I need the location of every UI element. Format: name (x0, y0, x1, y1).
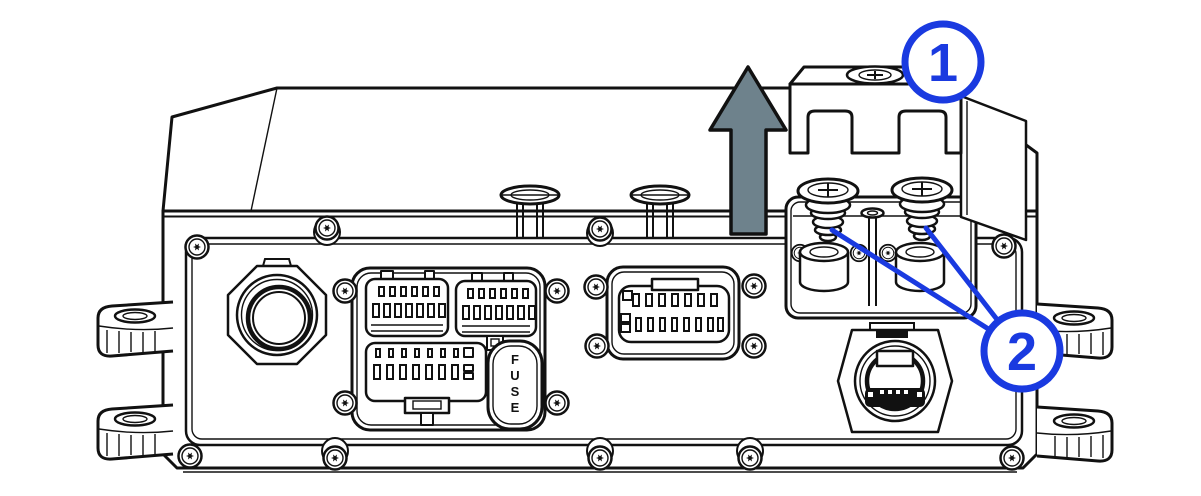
mounting-flange (1035, 405, 1114, 463)
callout-2: 2 (980, 309, 1064, 393)
callout-1-circle (901, 20, 985, 104)
torx-screw (544, 390, 570, 416)
connector-a (364, 270, 450, 338)
connector-block: F U S E (332, 266, 570, 432)
fuse-label-letter: E (511, 400, 520, 415)
mounting-flange (96, 403, 175, 461)
torx-screw (177, 443, 203, 469)
fuse-cover: F U S E (486, 339, 544, 431)
circular-connector (226, 258, 328, 366)
bracket-screw-hole (845, 65, 905, 85)
usb-connector (836, 322, 954, 434)
torx-screw (184, 234, 210, 260)
bracket-front-plate (788, 82, 963, 155)
torx-screw (583, 274, 609, 300)
center-connector (583, 265, 767, 361)
power-terminal-block (784, 176, 978, 320)
torx-screw (587, 445, 613, 471)
torx-screw (737, 445, 763, 471)
usb-port-slot (865, 388, 925, 407)
torx-screw (741, 273, 767, 299)
bracket-side-flap (959, 94, 1028, 242)
torx-screw (587, 216, 613, 242)
terminal-post (798, 241, 850, 293)
removal-arrow-icon (708, 65, 788, 236)
torx-screw (332, 390, 358, 416)
lid-left-facet-edge (250, 87, 278, 212)
torx-screw (332, 278, 358, 304)
torx-screw (544, 278, 570, 304)
callout-1: 1 (901, 20, 985, 104)
callout-1-number: 1 (928, 33, 958, 93)
torx-screw (584, 333, 610, 359)
torx-screw (999, 445, 1025, 471)
callout-2-leader-line (829, 227, 993, 333)
callout-2-number: 2 (1007, 322, 1037, 382)
fuse-label-letter: S (511, 384, 520, 399)
callout-2-leaders (829, 225, 1002, 333)
mounting-flange (96, 300, 175, 358)
torx-screw (322, 445, 348, 471)
torx-screw (314, 215, 340, 241)
fuse-label-letter: U (510, 368, 519, 383)
torx-screw (741, 333, 767, 359)
torx-screw (991, 233, 1017, 259)
callout-2-circle (980, 309, 1064, 393)
fuse-label-letter: F (511, 352, 519, 367)
connector-c (364, 341, 488, 426)
housing-screws (177, 215, 1025, 471)
callout-2-leader-line (923, 225, 1002, 325)
torx-screw (878, 243, 898, 263)
